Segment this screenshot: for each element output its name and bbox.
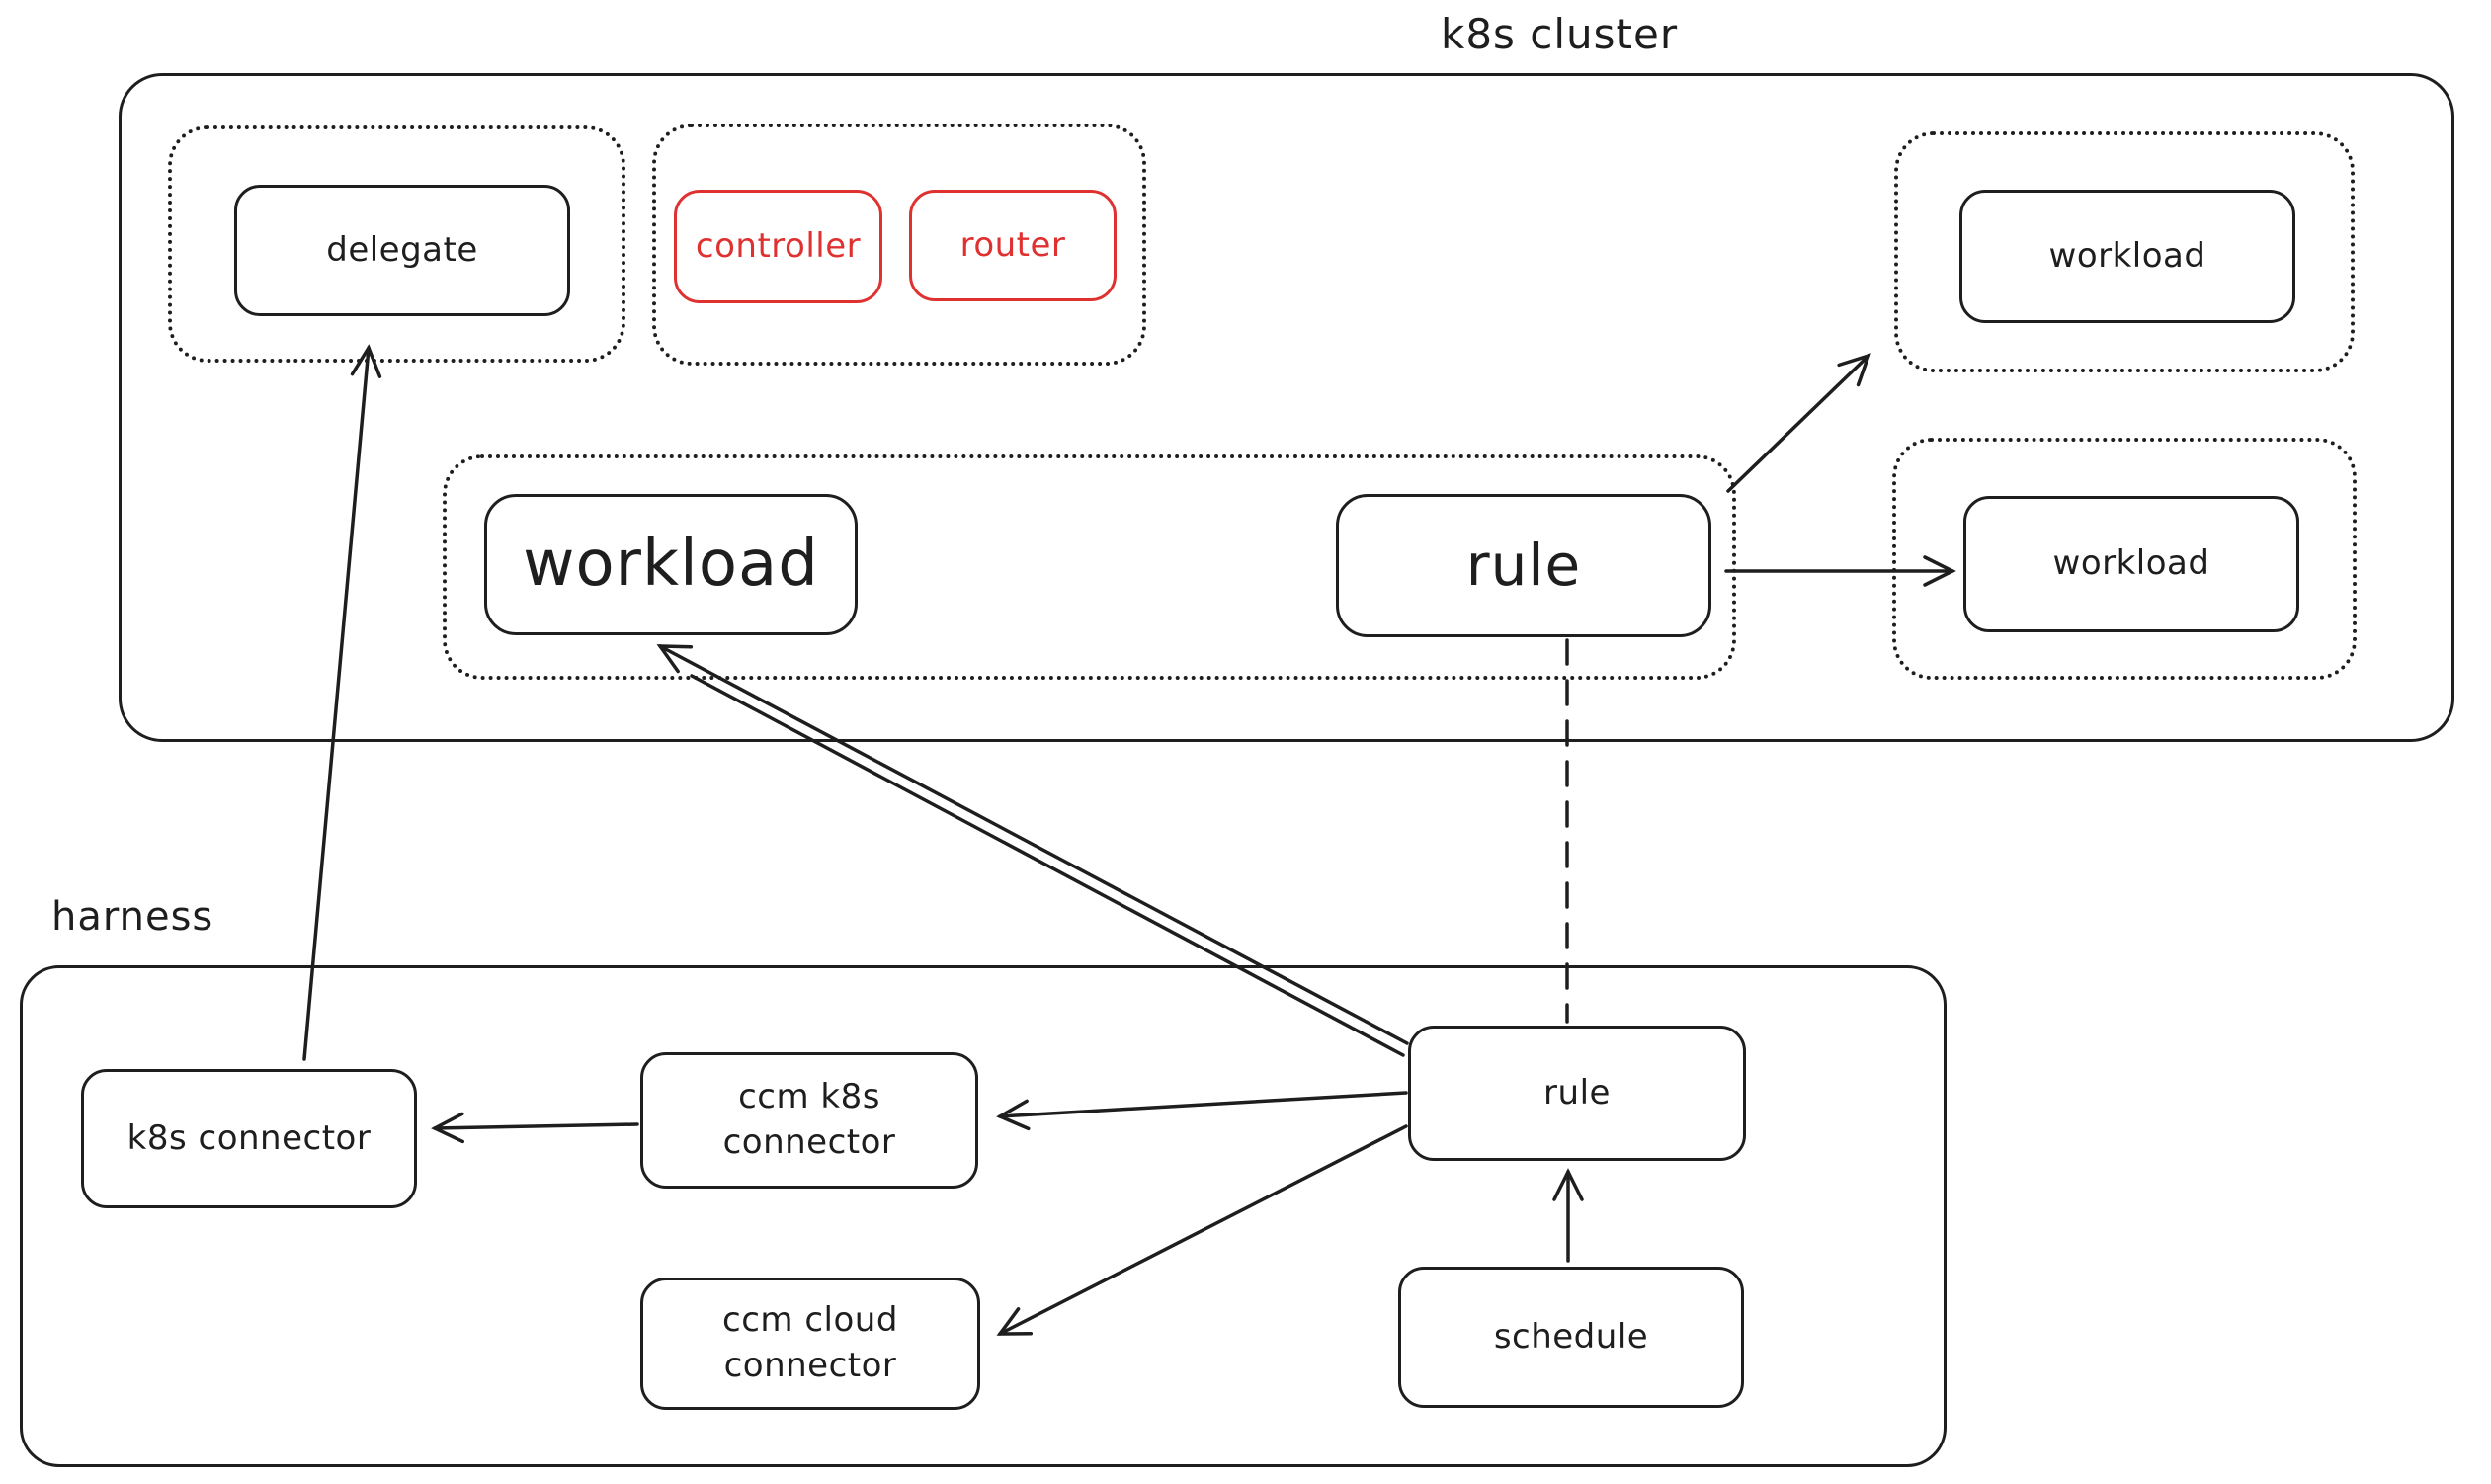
rule-cluster-node: rule: [1336, 494, 1711, 637]
k8s-connector-node: k8s connector: [81, 1069, 417, 1208]
delegate-group: [168, 125, 625, 363]
controller-label: controller: [695, 225, 862, 266]
ccm-cloud-connector-node: ccm cloud connector: [640, 1278, 980, 1410]
delegate-node: delegate: [234, 185, 570, 316]
k8s-connector-label: k8s connector: [126, 1117, 372, 1158]
ccm-k8s-connector-label: ccm k8s connector: [722, 1077, 896, 1162]
workload-top-right-node: workload: [1959, 190, 2295, 323]
router-node: router: [909, 190, 1117, 301]
workload-top-right-group: [1894, 131, 2355, 372]
ccm-cloud-connector-label: ccm cloud connector: [722, 1300, 898, 1385]
harness-title: harness: [51, 894, 214, 940]
control-plane-group: [652, 124, 1146, 366]
workload-main-node: workload: [484, 494, 858, 635]
rule-harness-label: rule: [1543, 1072, 1611, 1113]
rule-cluster-label: rule: [1465, 532, 1582, 600]
schedule-node: schedule: [1398, 1267, 1744, 1408]
k8s-cluster-title: k8s cluster: [1441, 10, 1679, 58]
router-label: router: [959, 224, 1066, 265]
workload-right-node: workload: [1963, 496, 2299, 632]
rule-harness-node: rule: [1408, 1026, 1746, 1161]
ccm-k8s-connector-node: ccm k8s connector: [640, 1052, 978, 1189]
schedule-label: schedule: [1493, 1316, 1649, 1357]
workload-top-right-label: workload: [2048, 235, 2206, 276]
controller-node: controller: [674, 190, 882, 303]
workload-right-label: workload: [2052, 543, 2210, 584]
workload-right-group: [1892, 438, 2357, 680]
delegate-label: delegate: [326, 229, 478, 270]
workload-main-label: workload: [523, 528, 819, 602]
